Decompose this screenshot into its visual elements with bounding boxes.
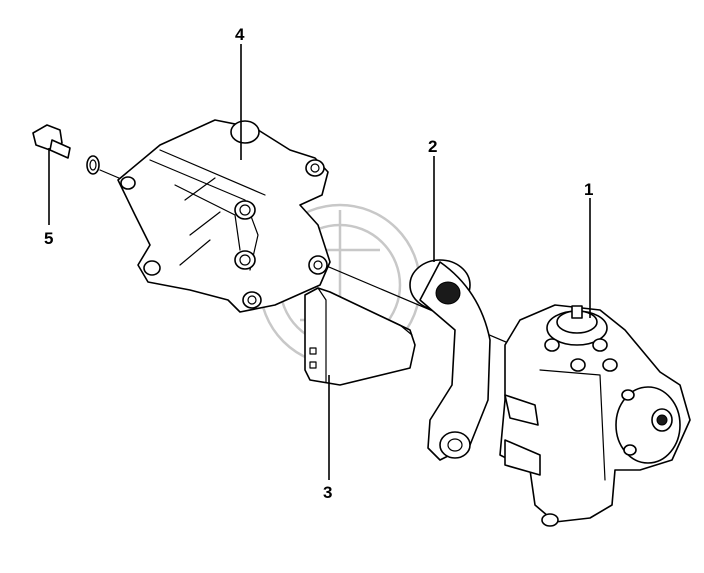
callout-3: 3 — [323, 483, 332, 502]
callout-5: 5 — [44, 229, 53, 248]
bracket-plate — [304, 287, 416, 386]
mounting-bracket — [117, 119, 331, 313]
callout-2: 2 — [428, 137, 437, 156]
callout-1: 1 — [584, 180, 593, 199]
pitman-arm — [409, 259, 491, 461]
steering-gear-box — [499, 304, 691, 527]
callout-4: 4 — [235, 25, 245, 44]
bolt-and-washer — [32, 124, 100, 175]
